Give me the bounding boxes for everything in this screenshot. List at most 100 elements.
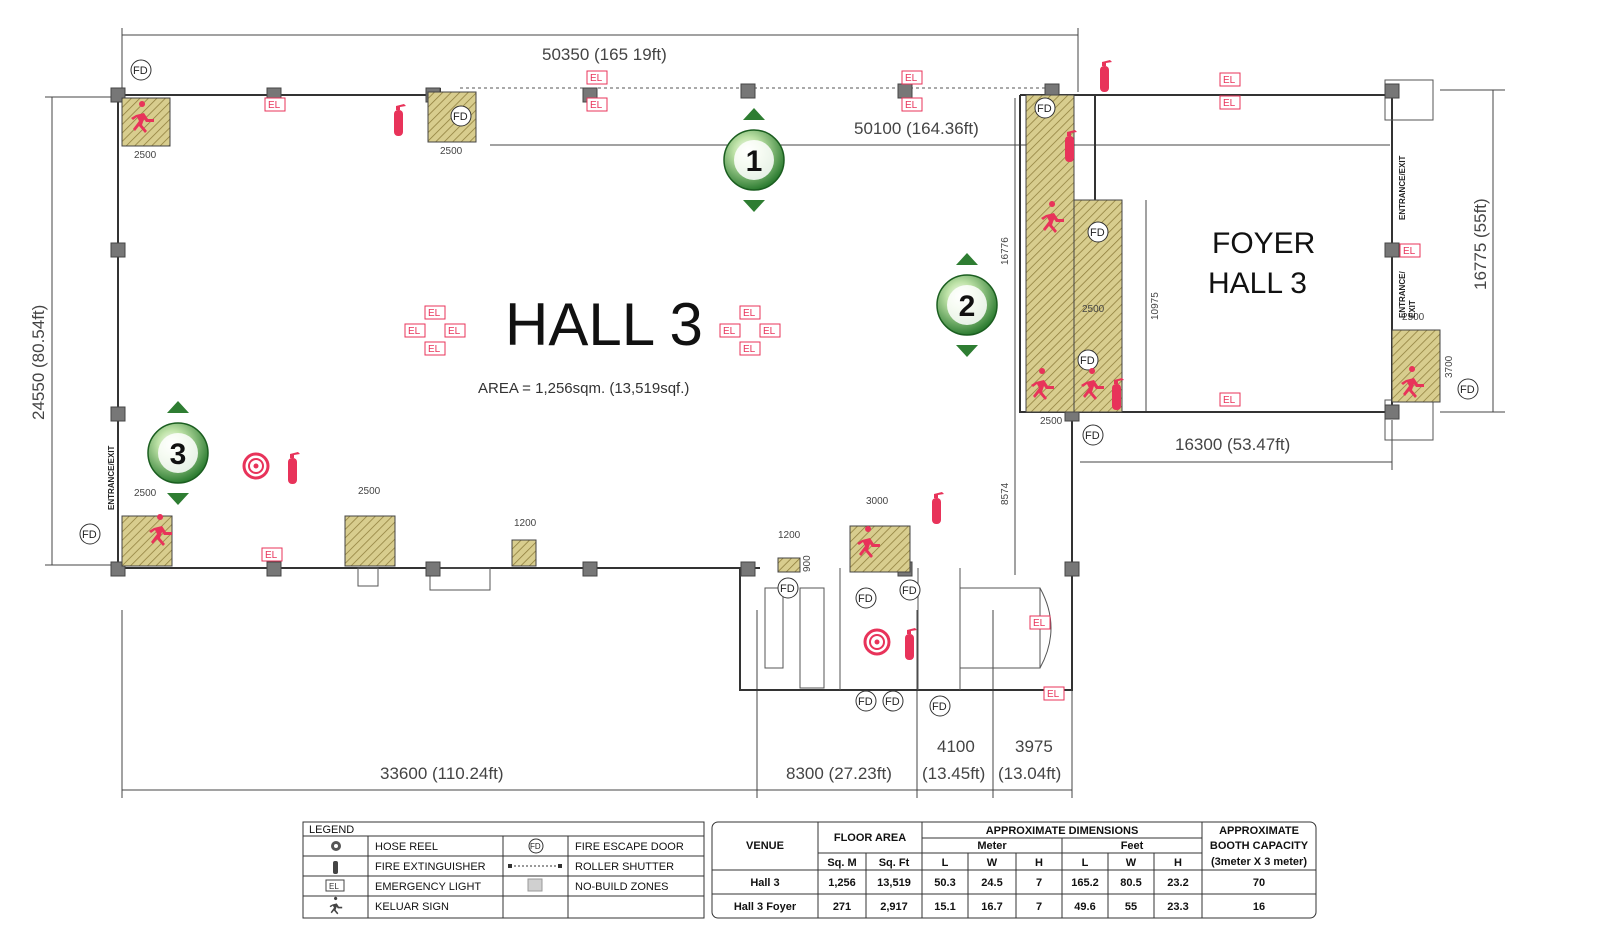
th-sqft: Sq. Ft: [879, 857, 910, 869]
svg-text:FD: FD: [1090, 227, 1105, 239]
svg-text:EL: EL: [428, 308, 441, 319]
emergency-light-icon: EL: [1043, 686, 1065, 701]
fire-escape-door-icon: FD: [1077, 349, 1099, 371]
venue-table: VENUE FLOOR AREA APPROXIMATE DIMENSIONS …: [711, 821, 1317, 919]
fire-escape-door-icon: FD: [528, 838, 544, 854]
nb-dim-4: 2500: [358, 486, 381, 497]
svg-text:EL: EL: [590, 100, 603, 111]
row1-m-l: 50.3: [934, 877, 955, 889]
emergency-light-icon: EL: [739, 341, 761, 356]
svg-text:EL: EL: [265, 550, 278, 561]
emergency-light-icon: EL: [404, 323, 426, 338]
exit-sign-icon: [1041, 201, 1064, 233]
svg-text:EL: EL: [268, 100, 281, 111]
emergency-light-icon: EL: [586, 70, 608, 85]
fire-escape-door-icon: FD: [130, 59, 152, 81]
row2-m-h: 7: [1036, 901, 1042, 913]
fire-escape-door-icon: FD: [1087, 221, 1109, 243]
emergency-light-icon: EL: [1219, 392, 1241, 407]
th-approx-dims: APPROXIMATE DIMENSIONS: [986, 825, 1139, 837]
svg-text:EL: EL: [1047, 689, 1060, 700]
nb-dim-3700: 3700: [1444, 355, 1455, 378]
dim-top-total: 50350 (165 19ft): [542, 45, 667, 64]
svg-text:EL: EL: [723, 326, 736, 337]
svg-text:EL: EL: [743, 308, 756, 319]
dim-bottom-3975: 3975: [1015, 737, 1053, 756]
fire-escape-door-icon: FD: [929, 695, 951, 717]
svg-text:FD: FD: [1460, 384, 1475, 396]
emergency-lights: EL EL EL EL EL EL EL EL EL EL EL EL EL E…: [261, 70, 1421, 701]
entrance-number-1: 1: [746, 145, 763, 178]
th-capacity-3: (3meter X 3 meter): [1211, 856, 1307, 868]
emergency-light-icon: EL: [1399, 243, 1421, 258]
fire-extinguisher-icon: [1065, 130, 1077, 162]
emergency-light-icon: EL: [1219, 95, 1241, 110]
fire-extinguisher-icon: [932, 492, 944, 524]
dim-16776: 16776: [1000, 237, 1011, 265]
svg-text:EL: EL: [448, 326, 461, 337]
dim-foyer-width: 16300 (53.47ft): [1175, 435, 1290, 454]
row1-venue: Hall 3: [750, 877, 779, 889]
svg-text:EL: EL: [428, 344, 441, 355]
no-build-zones: [121, 91, 1441, 573]
row1-m-h: 7: [1036, 877, 1042, 889]
emergency-light-icon: EL: [325, 879, 345, 892]
svg-text:FD: FD: [453, 111, 468, 123]
svg-text:FD: FD: [858, 593, 873, 605]
fire-extinguisher-icon: [905, 628, 917, 660]
exit-sign-icon: [329, 896, 343, 915]
svg-text:EL: EL: [329, 882, 339, 891]
entrance-number-2: 2: [959, 290, 976, 323]
entrance-badge-2[interactable]: 2: [936, 253, 998, 357]
fire-escape-door-icon: FD: [1034, 97, 1056, 119]
th-venue: VENUE: [746, 840, 784, 852]
svg-text:FD: FD: [1080, 355, 1095, 367]
svg-text:EL: EL: [905, 100, 918, 111]
dim-8574: 8574: [1000, 482, 1011, 505]
svg-text:EL: EL: [1403, 246, 1416, 257]
emergency-light-icon: EL: [444, 323, 466, 338]
svg-text:FD: FD: [858, 696, 873, 708]
entrance-badge-1[interactable]: 1: [723, 108, 785, 212]
entrance-label-left: ENTRANCE/EXIT: [107, 445, 116, 510]
svg-text:EL: EL: [1223, 395, 1236, 406]
hose-reel-icon: [331, 841, 341, 851]
fire-extinguishers: [288, 60, 1124, 660]
row2-cap: 16: [1253, 901, 1265, 913]
svg-text:EL: EL: [743, 344, 756, 355]
entrance-badge-3[interactable]: 3: [147, 401, 209, 505]
th-floor-area: FLOOR AREA: [834, 832, 906, 844]
emergency-light-icon: EL: [901, 97, 923, 112]
fire-extinguisher-icon: [1100, 60, 1112, 92]
hall-area: AREA = 1,256sqm. (13,519sqf.): [478, 380, 689, 397]
svg-text:FD: FD: [82, 529, 97, 541]
fire-escape-door-icon: FD: [899, 579, 921, 601]
dim-bottom-4100-ft: (13.45ft): [922, 764, 985, 783]
th-m-l: L: [942, 857, 949, 869]
fire-extinguisher-icon: [288, 452, 300, 484]
th-capacity-1: APPROXIMATE: [1219, 825, 1299, 837]
nb-dim-3000: 3000: [866, 496, 889, 507]
row1-sqm: 1,256: [828, 877, 856, 889]
svg-text:EL: EL: [905, 73, 918, 84]
emergency-light-icon: EL: [424, 341, 446, 356]
fire-escape-door-icon: FD: [855, 587, 877, 609]
foyer-line2: HALL 3: [1208, 267, 1307, 300]
exit-sign-icon: [1401, 366, 1424, 398]
th-f-l: L: [1082, 857, 1089, 869]
nb-dim-1200b: 1200: [778, 530, 801, 541]
legend-item-no-build-zones: NO-BUILD ZONES: [575, 881, 669, 893]
svg-text:EL: EL: [1223, 75, 1236, 86]
dim-right-height: 16775 (55ft): [1471, 198, 1490, 290]
hall-title: HALL 3: [505, 291, 703, 358]
fire-escape-door-icon: FD: [882, 690, 904, 712]
fire-escape-door-icon: FD: [450, 105, 472, 127]
svg-text:EL: EL: [1223, 98, 1236, 109]
dim-top-inner: 50100 (164.36ft): [854, 119, 979, 138]
svg-text:FD: FD: [1037, 103, 1052, 115]
row1-sqft: 13,519: [877, 877, 911, 889]
exit-signs: [131, 101, 1424, 558]
th-sqm: Sq. M: [827, 857, 856, 869]
exit-sign-icon: [1031, 368, 1054, 400]
dim-bottom-left: 33600 (110.24ft): [380, 764, 504, 783]
